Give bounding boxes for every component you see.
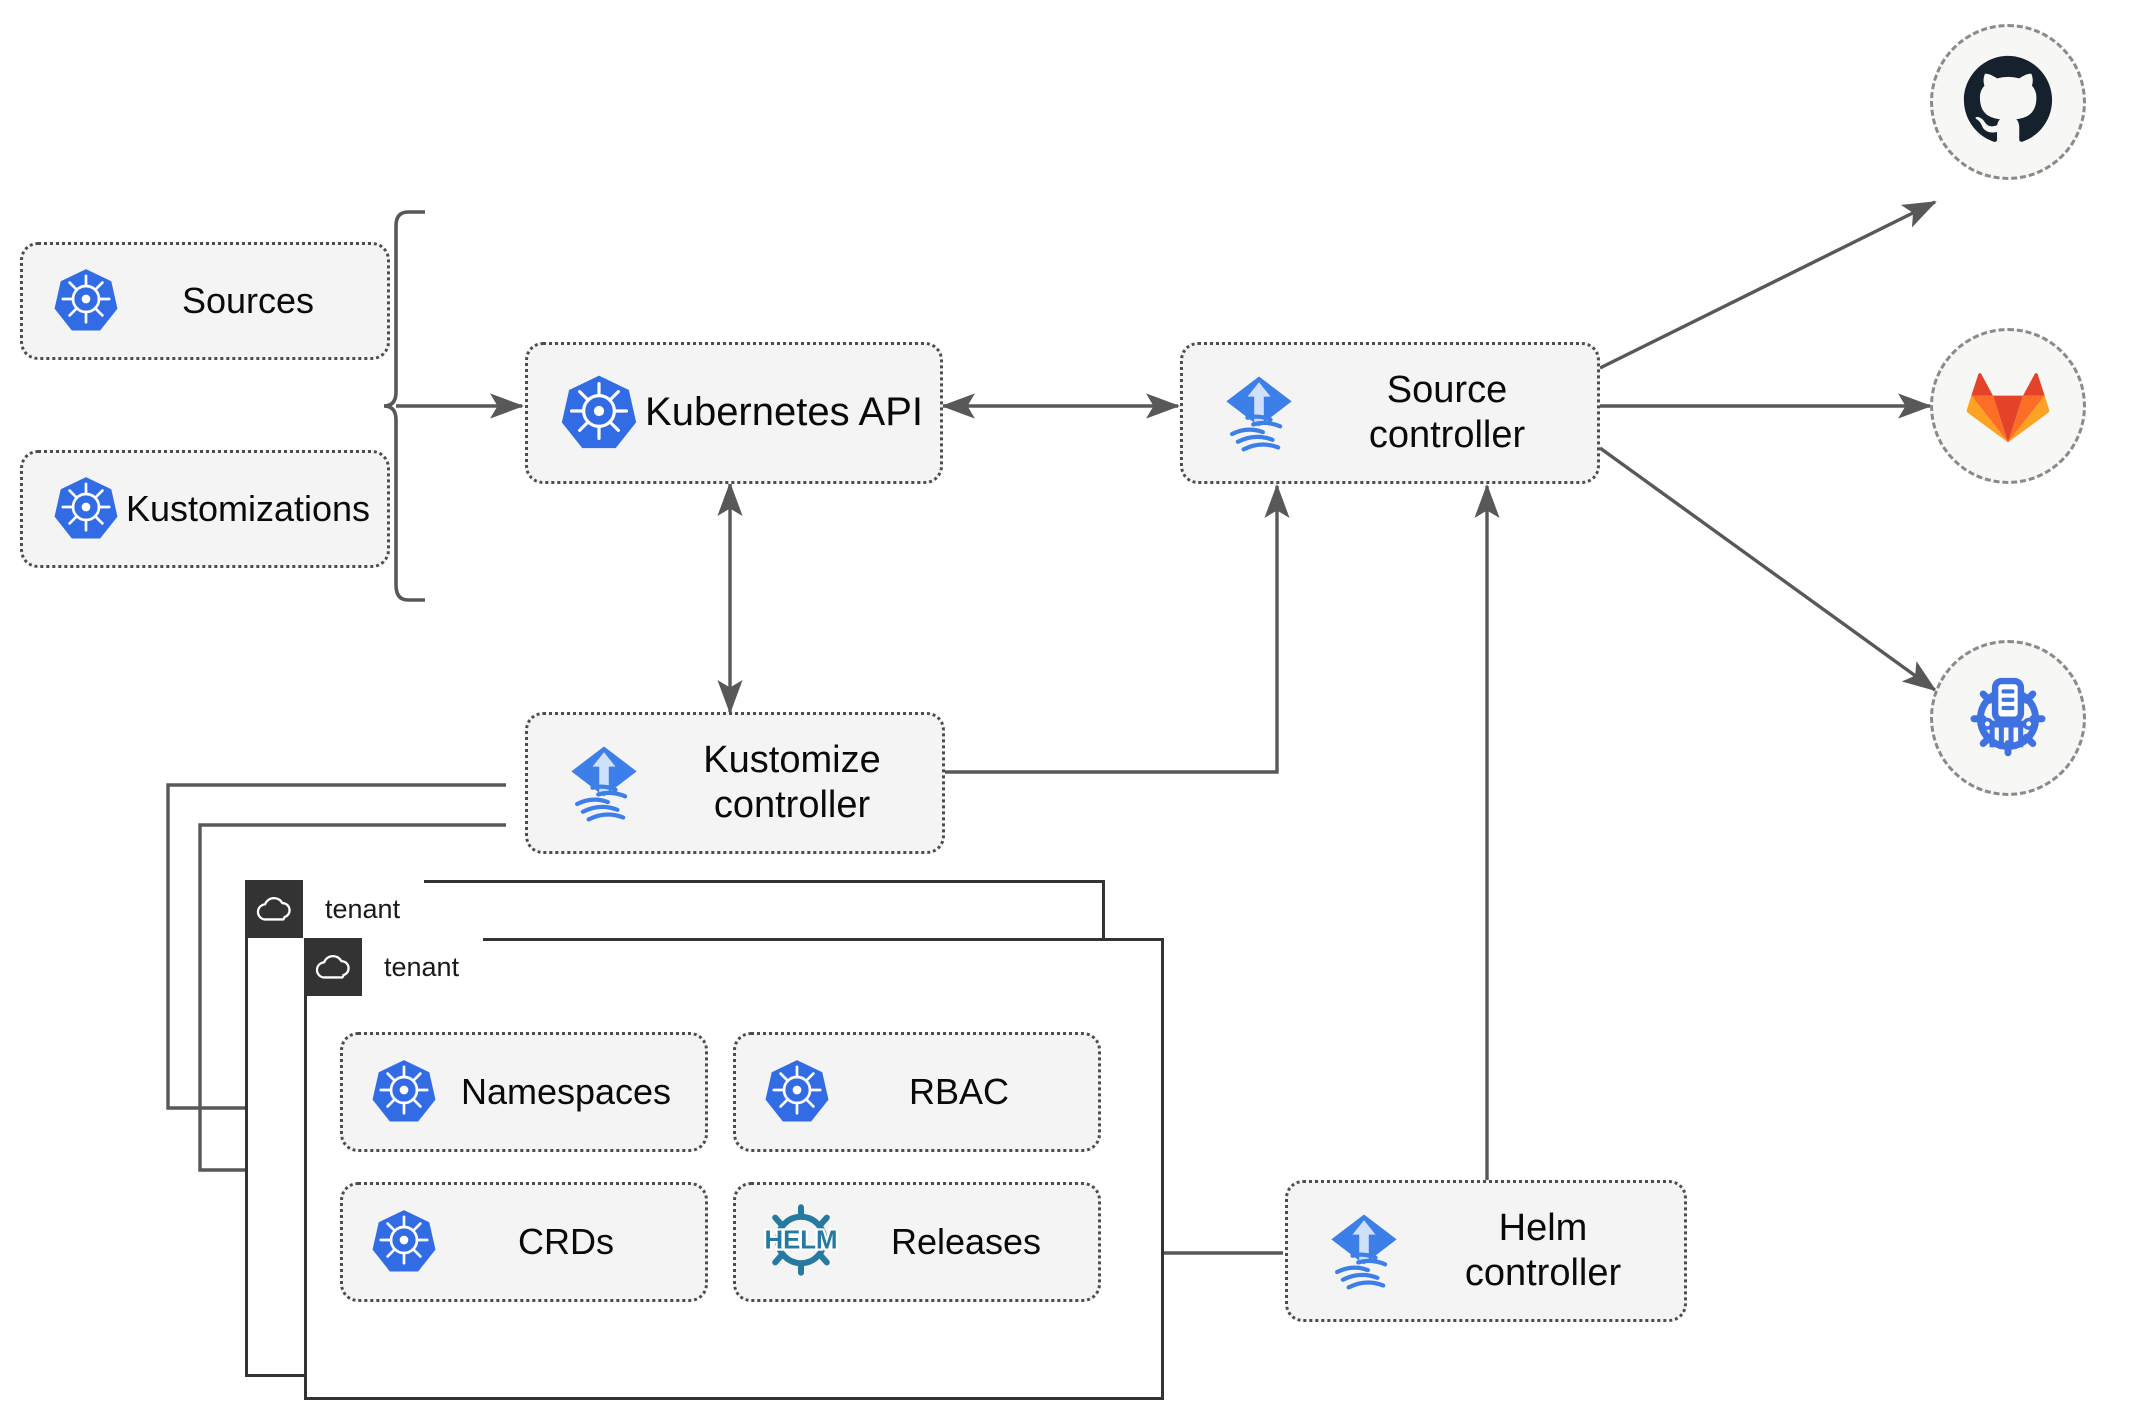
tenant-resource-label: Releases xyxy=(890,1220,1042,1262)
kubernetes-api-node[interactable]: Kubernetes API xyxy=(525,342,943,484)
resource-label: Sources xyxy=(181,279,315,321)
kubernetes-icon xyxy=(371,1207,437,1278)
tenant-tab-inner[interactable]: tenant xyxy=(304,938,484,996)
tenant-label: tenant xyxy=(362,938,484,996)
kustomize-controller-node[interactable]: Kustomize controller xyxy=(525,712,945,854)
kubernetes-icon xyxy=(560,372,638,455)
flux-icon xyxy=(1211,363,1307,464)
cloud-icon xyxy=(245,880,303,938)
tenant-tab-outer[interactable]: tenant xyxy=(245,880,425,938)
tenant-resource-label: Namespaces xyxy=(460,1070,672,1112)
external-bucket[interactable] xyxy=(1930,640,2086,796)
github-icon xyxy=(1962,54,2054,151)
tenant-resource-crds[interactable]: CRDs xyxy=(340,1182,708,1302)
helm-controller-node[interactable]: Helm controller xyxy=(1285,1180,1687,1322)
resource-node-sources[interactable]: Sources xyxy=(20,242,390,360)
bucket-icon xyxy=(1962,670,2054,767)
helm-icon: HELM xyxy=(758,1197,844,1288)
kubernetes-icon xyxy=(53,266,119,337)
external-gitlab[interactable] xyxy=(1930,328,2086,484)
tenant-label: tenant xyxy=(303,880,425,938)
tenant-resource-label: CRDs xyxy=(518,1220,614,1262)
resource-node-kustomizations[interactable]: Kustomizations xyxy=(20,450,390,568)
tenant-container-inner[interactable] xyxy=(304,938,1164,1400)
flux-icon xyxy=(556,733,652,834)
resource-label: Kustomizations xyxy=(125,487,371,529)
source-controller-label: Source controller xyxy=(1368,369,1526,456)
tenant-resource-label: RBAC xyxy=(908,1070,1010,1112)
tenant-resource-namespaces[interactable]: Namespaces xyxy=(340,1032,708,1152)
kubernetes-icon xyxy=(53,474,119,545)
gitlab-icon xyxy=(1966,364,2050,449)
kubernetes-api-label: Kubernetes API xyxy=(645,390,923,435)
source-controller-node[interactable]: Source controller xyxy=(1180,342,1600,484)
cloud-icon xyxy=(304,938,362,996)
svg-text:HELM: HELM xyxy=(764,1226,837,1254)
external-github[interactable] xyxy=(1930,24,2086,180)
kubernetes-icon xyxy=(371,1057,437,1128)
tenant-resource-releases[interactable]: HELM Releases xyxy=(733,1182,1101,1302)
kubernetes-icon xyxy=(764,1057,830,1128)
helm-controller-label: Helm controller xyxy=(1464,1207,1622,1294)
kustomize-controller-label: Kustomize controller xyxy=(703,739,881,826)
tenant-resource-rbac[interactable]: RBAC xyxy=(733,1032,1101,1152)
flux-icon xyxy=(1316,1201,1412,1302)
